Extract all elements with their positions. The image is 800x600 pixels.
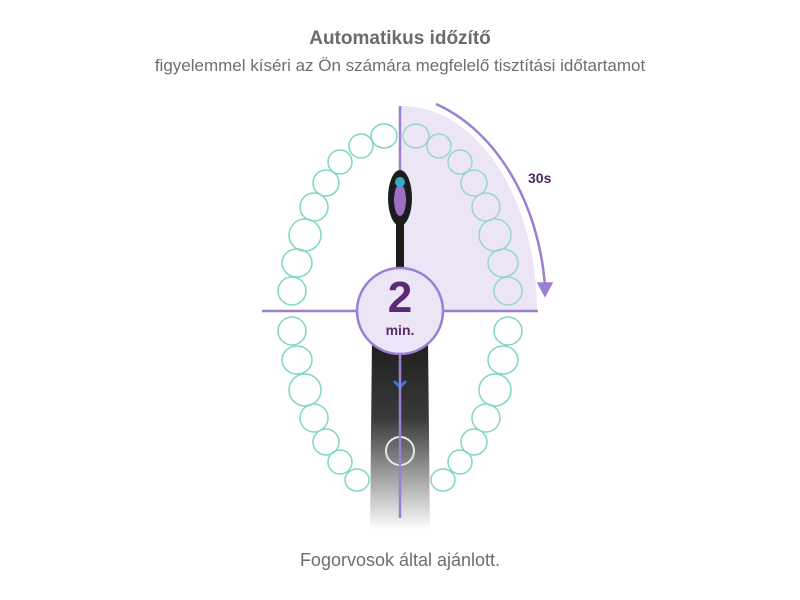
timer-badge xyxy=(355,266,445,356)
quadrant-duration-label: 30s xyxy=(528,170,552,186)
teeth-lower-left-icon xyxy=(277,316,370,492)
page-title: Automatikus időzítő xyxy=(309,28,491,49)
footer-note: Fogorvosok által ajánlott. xyxy=(299,550,501,570)
timer-unit: min. xyxy=(385,322,415,338)
timer-value: 2 xyxy=(387,273,413,322)
progress-arc-arrow-icon xyxy=(435,102,547,287)
page-subtitle: figyelemmel kíséri az Ön számára megfele… xyxy=(154,56,646,75)
teeth-upper-left-icon xyxy=(277,123,398,306)
teeth-lower-right-icon xyxy=(430,316,523,492)
teeth-upper-right-icon xyxy=(402,123,523,306)
